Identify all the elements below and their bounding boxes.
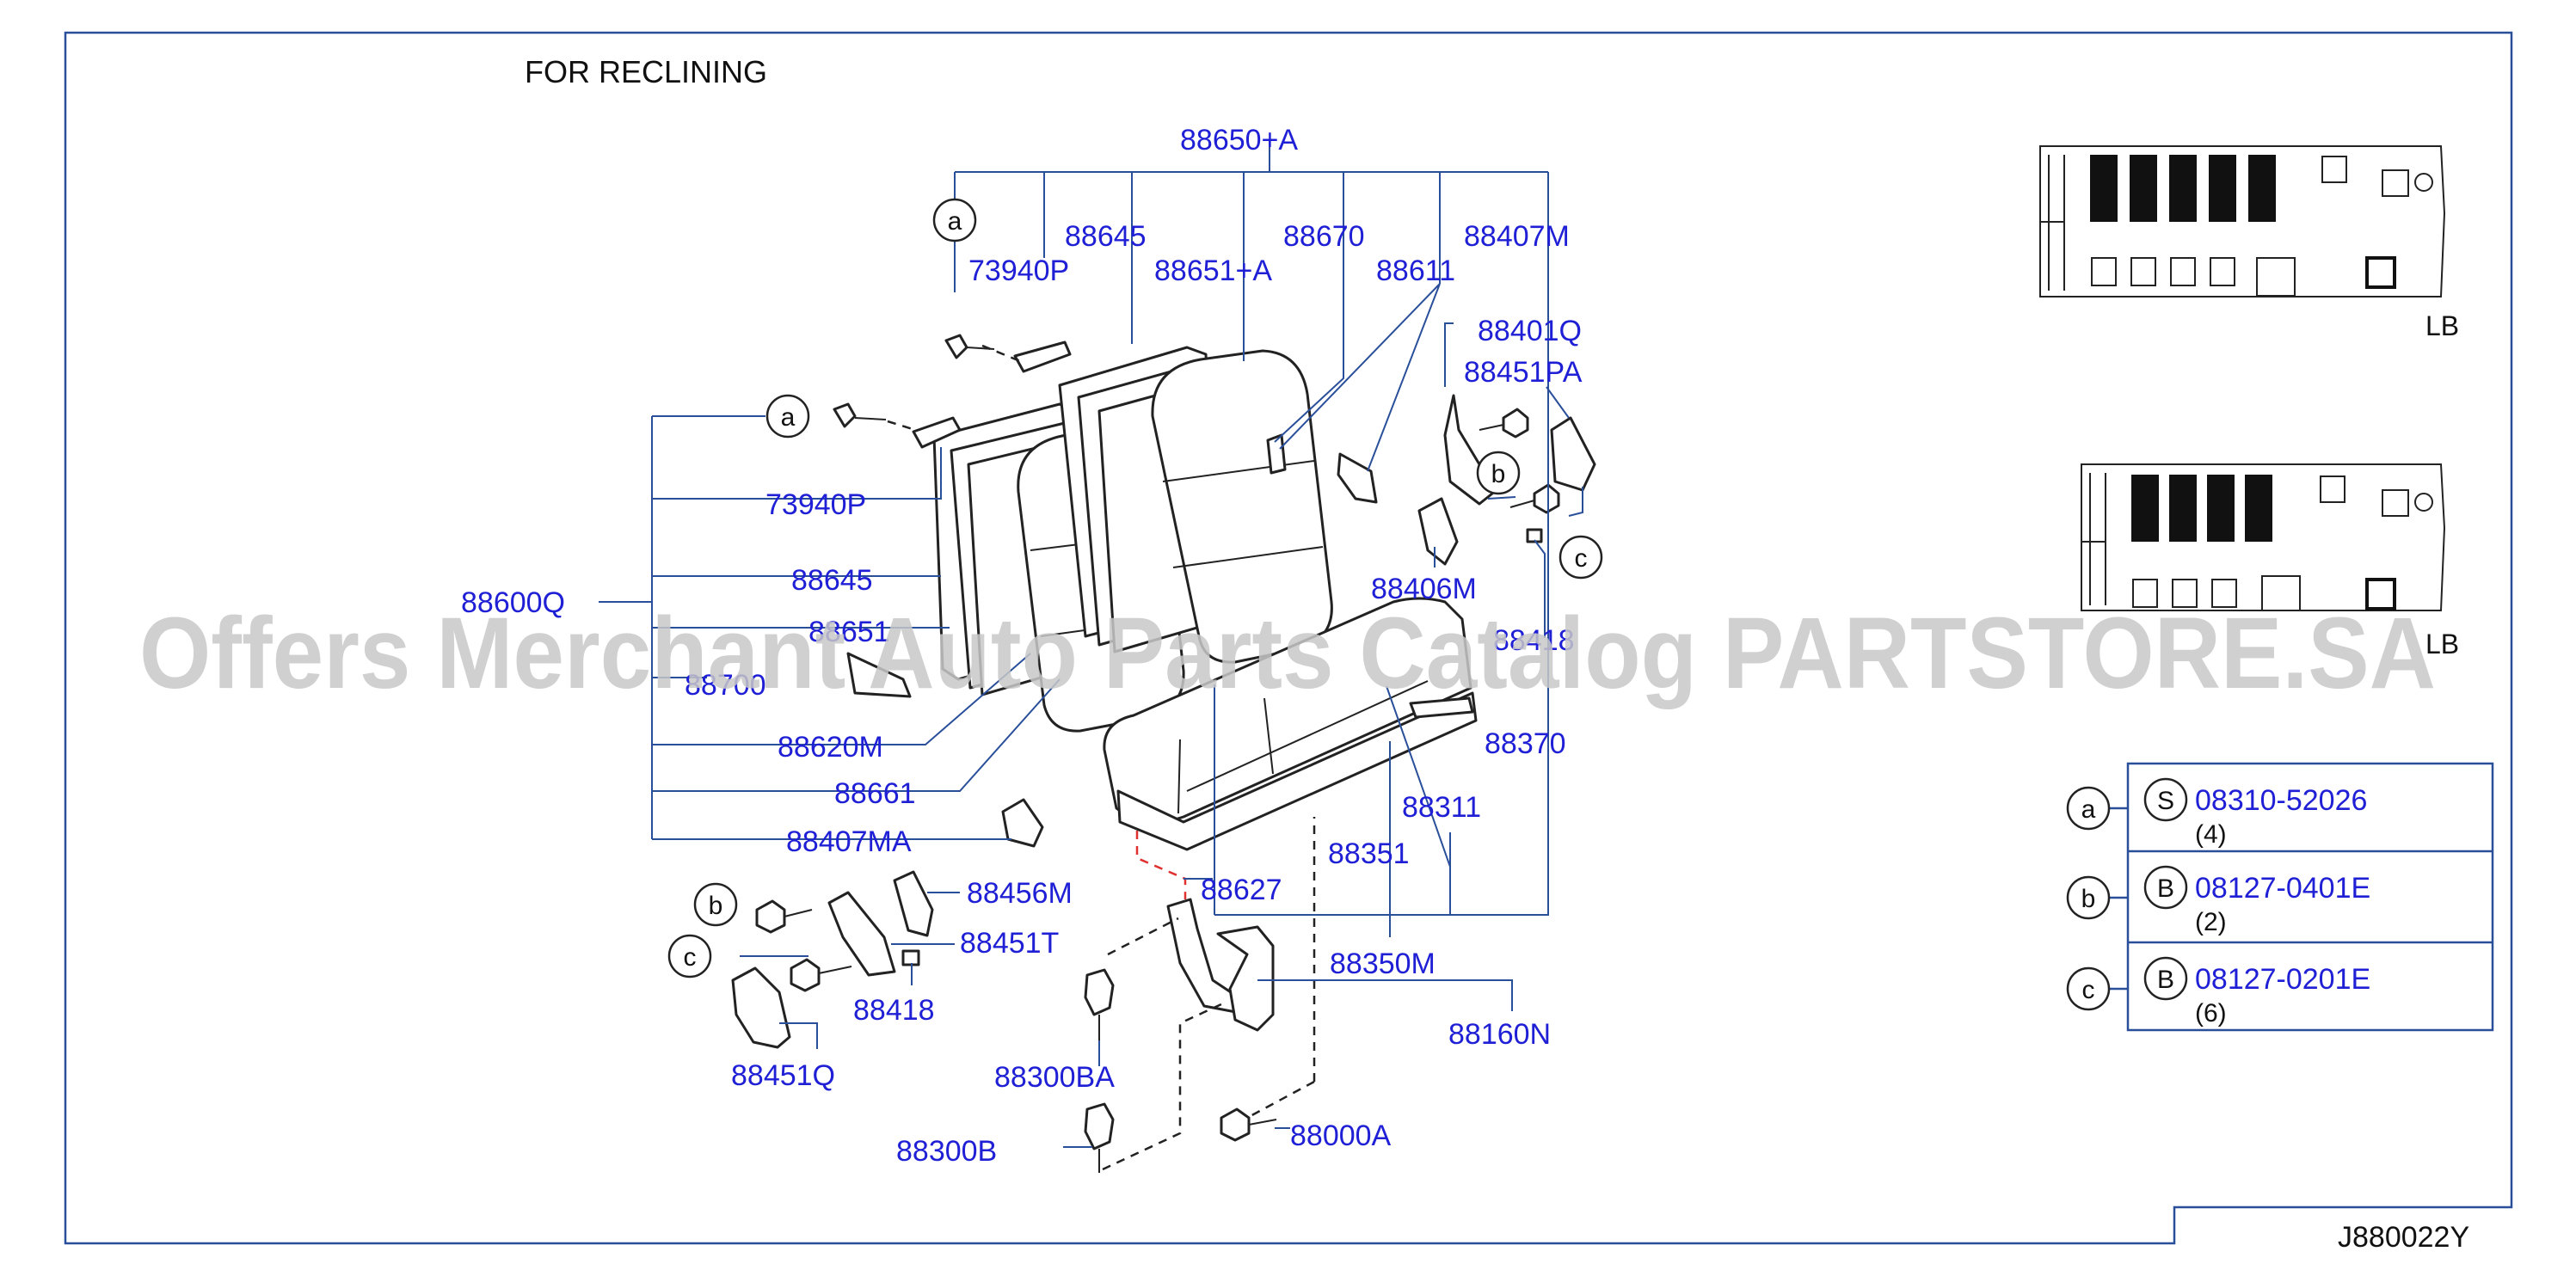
callout-b-right-label: b [1491, 460, 1506, 488]
thumbnail-label-top: LB [2425, 310, 2459, 341]
callout-c-left-label: c [684, 943, 697, 972]
fastener-row-c-type: B [2157, 966, 2174, 994]
fastener-row-c-part: 08127-0201E [2195, 963, 2370, 996]
vehicle-thumbnail-top [2039, 145, 2446, 298]
diagram-title: FOR RECLINING [525, 54, 767, 89]
fastener-row-b-type: B [2157, 874, 2174, 903]
part-labels: 88650+A 88645 88670 88407M 73940P 88651+… [461, 124, 1583, 1168]
part-88370[interactable]: 88370 [1485, 727, 1566, 760]
callout-b-left-label: b [709, 892, 723, 920]
callout-b-right[interactable]: b [1476, 451, 1521, 495]
callout-c-left[interactable]: c [667, 934, 712, 978]
diagram-frame [64, 31, 2513, 1245]
part-88611[interactable]: 88611 [1376, 255, 1455, 287]
fastener-table [2109, 762, 2494, 1032]
vehicle-thumbnail-bottom [2081, 463, 2446, 611]
callout-a-top[interactable]: a [932, 198, 977, 242]
fastener-row-c-key: c [2082, 976, 2095, 1004]
callout-a-left-label: a [781, 403, 796, 432]
thumbnail-label-bottom: LB [2425, 629, 2459, 659]
fastener-row-a-qty: (4) [2195, 820, 2227, 849]
fastener-row-c-qty: (6) [2195, 999, 2227, 1028]
part-88451T[interactable]: 88451T [960, 927, 1059, 960]
fastener-row-b-qty: (2) [2195, 908, 2227, 936]
part-88645-left[interactable]: 88645 [791, 564, 873, 597]
part-88407MA[interactable]: 88407MA [786, 825, 912, 858]
part-88627[interactable]: 88627 [1201, 874, 1282, 906]
part-88300BA[interactable]: 88300BA [994, 1061, 1115, 1094]
fastener-row-a-key: a [2081, 795, 2096, 824]
fastener-row-b-key: b [2081, 885, 2096, 913]
part-88300B[interactable]: 88300B [896, 1135, 997, 1168]
part-88407M[interactable]: 88407M [1464, 220, 1570, 253]
part-88160N[interactable]: 88160N [1448, 1018, 1551, 1051]
part-88351[interactable]: 88351 [1328, 837, 1410, 870]
part-88451PA[interactable]: 88451PA [1464, 356, 1583, 389]
part-88670[interactable]: 88670 [1283, 220, 1365, 253]
part-88401Q[interactable]: 88401Q [1478, 315, 1582, 347]
part-88651-left[interactable]: 88651 [808, 616, 890, 648]
part-88645-top[interactable]: 88645 [1065, 220, 1147, 253]
part-73940P-left[interactable]: 73940P [765, 488, 866, 521]
fastener-row-b-part: 08127-0401E [2195, 872, 2370, 905]
callout-a-left[interactable]: a [765, 394, 810, 439]
seat-drawing [731, 334, 1596, 1173]
part-88600Q[interactable]: 88600Q [461, 586, 565, 619]
callout-c-right[interactable]: c [1559, 535, 1603, 580]
part-88651A-top[interactable]: 88651+A [1154, 255, 1272, 287]
fastener-row-a-type: S [2157, 787, 2174, 815]
part-88311[interactable]: 88311 [1402, 791, 1481, 824]
part-88700[interactable]: 88700 [685, 669, 766, 702]
part-88661[interactable]: 88661 [834, 777, 916, 810]
fastener-row-c[interactable]: c B 08127-0201E (6) [2066, 956, 2370, 1028]
diagram-code: J880022Y [2338, 1221, 2469, 1254]
leader-lines [599, 139, 1583, 1148]
watermark: Offers Merchant Auto Parts Catalog PARTS… [139, 597, 2436, 710]
part-88418-right[interactable]: 88418 [1493, 624, 1575, 657]
part-88456M[interactable]: 88456M [967, 877, 1073, 910]
fastener-row-a-part: 08310-52026 [2195, 784, 2367, 817]
part-88650A[interactable]: 88650+A [1180, 124, 1298, 156]
fastener-row-b[interactable]: b B 08127-0401E (2) [2066, 865, 2370, 936]
part-88000A[interactable]: 88000A [1290, 1120, 1392, 1152]
part-88620M[interactable]: 88620M [778, 731, 883, 764]
callout-a-top-label: a [948, 207, 962, 236]
part-73940P-top[interactable]: 73940P [968, 255, 1069, 287]
part-88406M[interactable]: 88406M [1371, 573, 1477, 605]
callout-c-right-label: c [1575, 544, 1588, 573]
callout-b-left[interactable]: b [693, 882, 738, 927]
part-88418-left[interactable]: 88418 [853, 994, 935, 1027]
part-88350M[interactable]: 88350M [1330, 948, 1436, 980]
part-88451Q[interactable]: 88451Q [731, 1059, 835, 1092]
fastener-row-a[interactable]: a S 08310-52026 (4) [2066, 777, 2367, 849]
